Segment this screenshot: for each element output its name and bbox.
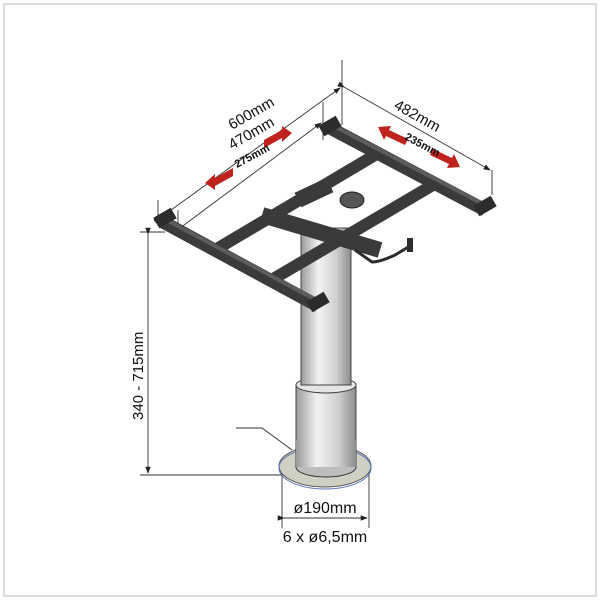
label-base-diameter: ø190mm (293, 500, 356, 517)
dimension-lines (140, 60, 493, 528)
sliding-frame (153, 115, 497, 313)
lever-knob (339, 191, 365, 209)
label-mounting-holes: 6 x ø6,5mm (283, 529, 367, 546)
label-depth: 482mm (391, 97, 443, 136)
frame-border (3, 3, 597, 597)
arrow-left-235 (378, 126, 408, 145)
travel-arrows (205, 126, 460, 190)
label-travel-depth: 235mm (403, 131, 442, 159)
arrow-left-275 (205, 168, 233, 190)
arrow-right-235 (430, 149, 460, 168)
arrow-right-275 (264, 126, 292, 148)
height-crank-handle (354, 244, 411, 264)
label-height-range: 340 - 715mm (130, 332, 147, 420)
